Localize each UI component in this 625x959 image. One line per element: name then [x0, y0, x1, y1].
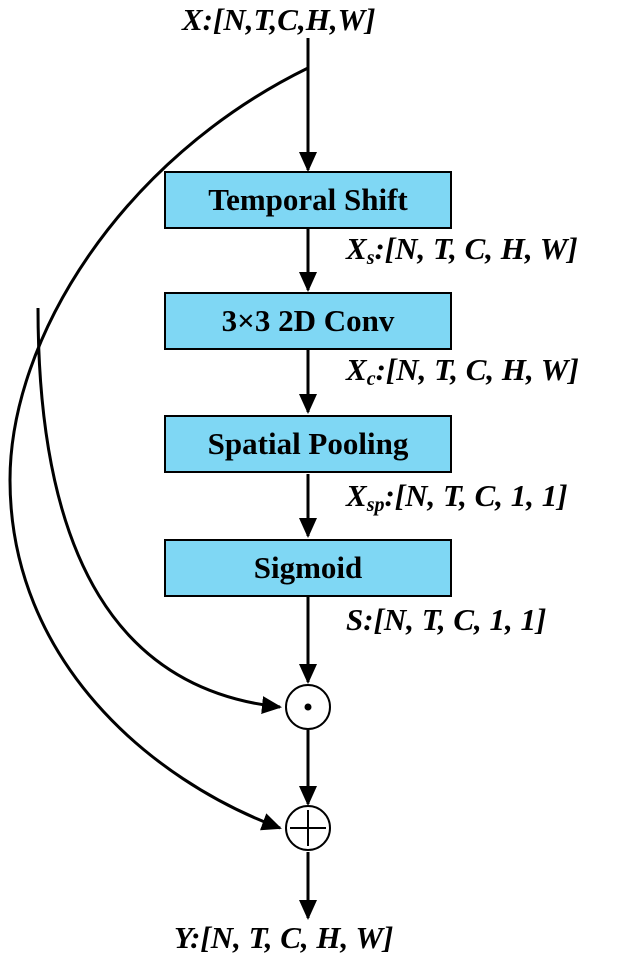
add-operator: [285, 805, 331, 851]
xsp-shape-label: Xsp:[N, T, C, 1, 1]: [346, 478, 568, 516]
sigmoid-block: Sigmoid: [164, 539, 452, 597]
spatial-pooling-label: Spatial Pooling: [207, 426, 409, 461]
xs-shape-label: Xs:[N, T, C, H, W]: [346, 231, 578, 269]
s-shape-label: S:[N, T, C, 1, 1]: [346, 602, 547, 637]
sigmoid-label: Sigmoid: [253, 550, 363, 585]
conv-2d-label: 3×3 2D Conv: [221, 303, 395, 338]
conv-2d-block: 3×3 2D Conv: [164, 292, 452, 350]
dot-icon: [304, 703, 312, 711]
xc-shape-label: Xc:[N, T, C, H, W]: [346, 352, 579, 390]
skip-connection-branch: [36, 307, 282, 715]
output-tensor-label: Y:[N, T, C, H, W]: [174, 920, 394, 955]
skip-connection-curve: [8, 66, 309, 831]
temporal-shift-label: Temporal Shift: [208, 182, 408, 217]
spatial-pooling-block: Spatial Pooling: [164, 415, 452, 473]
input-tensor-label: X:[N,T,C,H,W]: [182, 2, 376, 37]
multiply-operator: [285, 684, 331, 730]
temporal-shift-block: Temporal Shift: [164, 171, 452, 229]
